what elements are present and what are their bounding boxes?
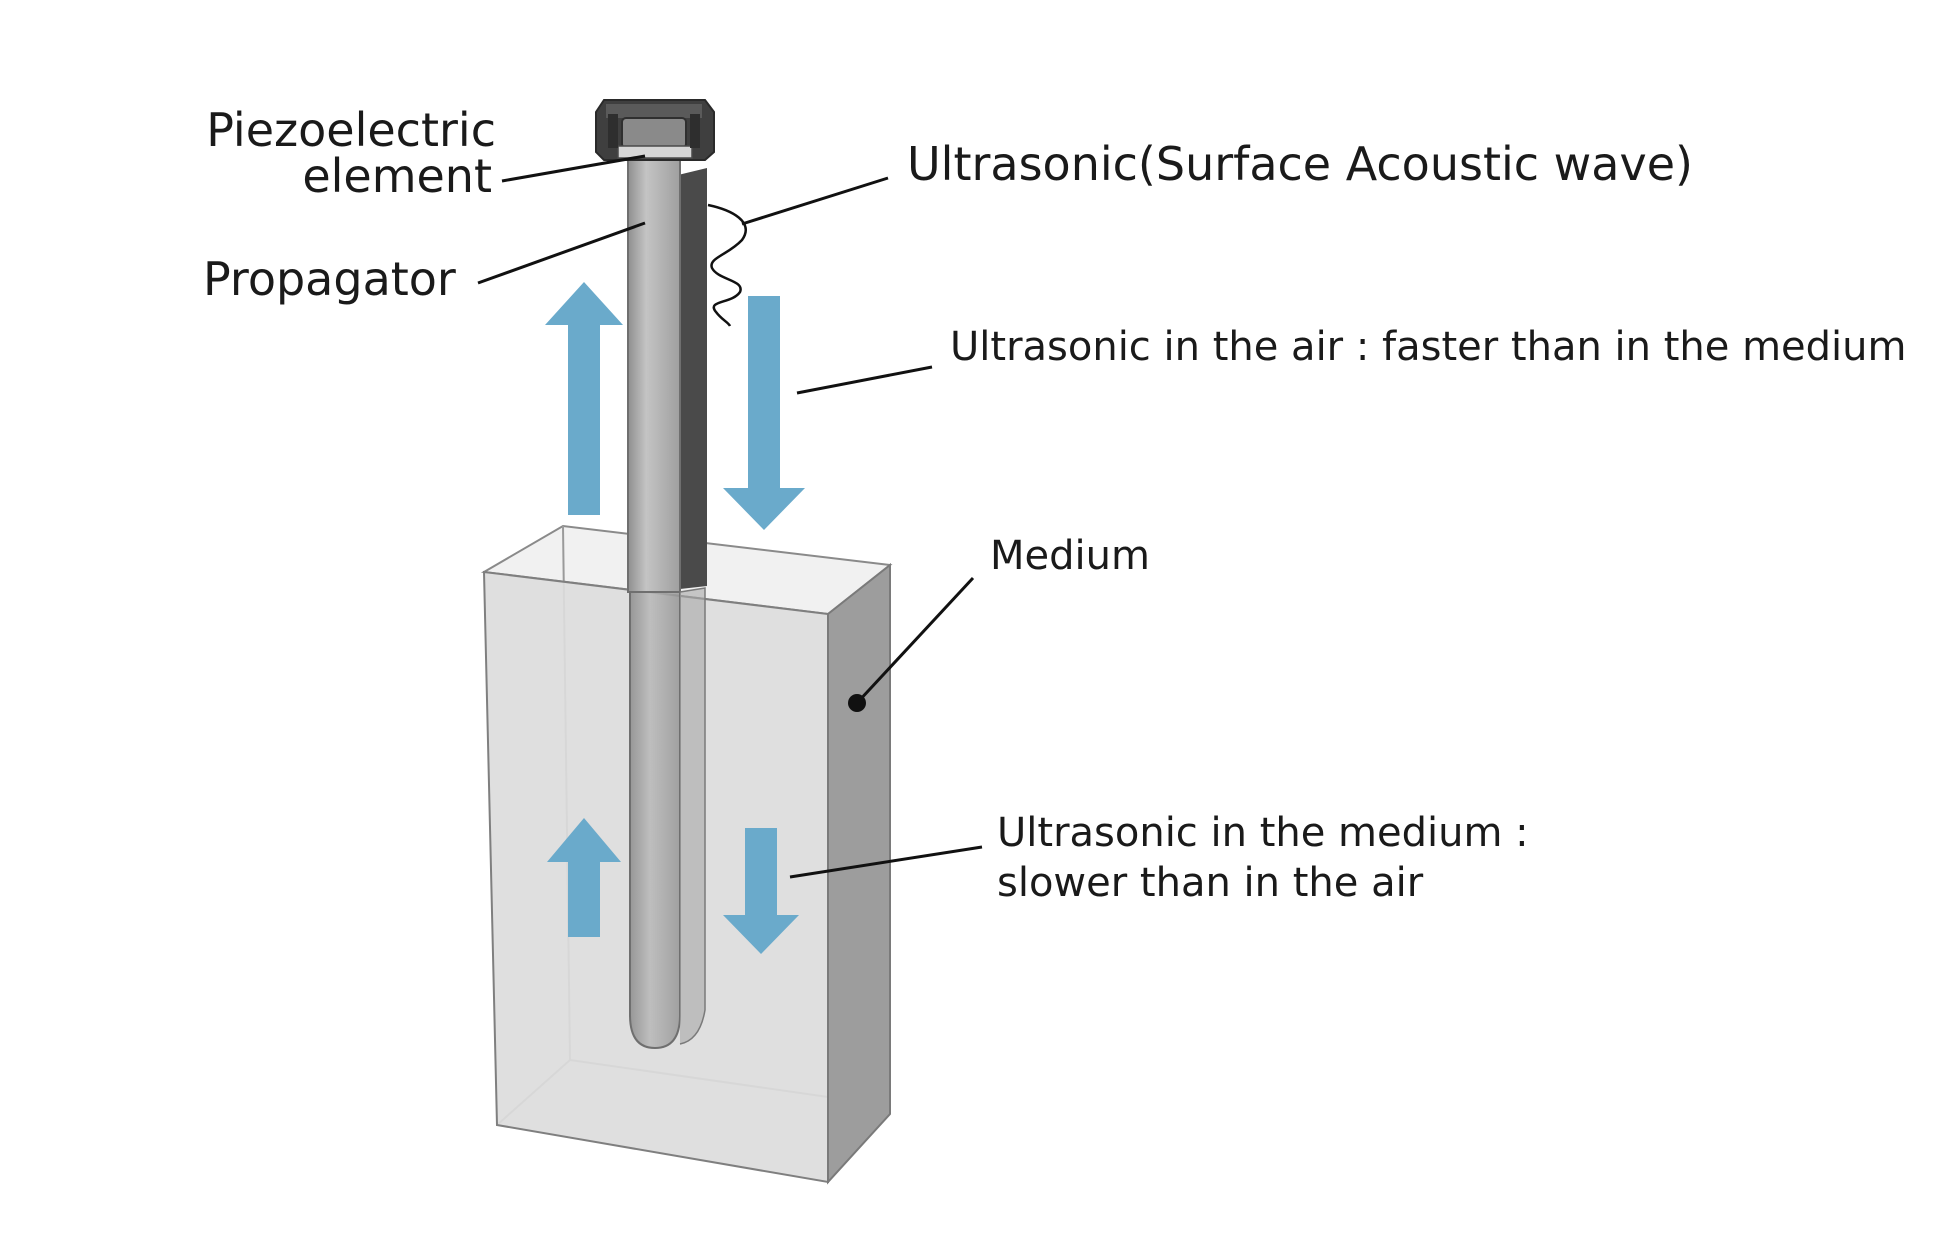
arrow-down-medium xyxy=(723,828,799,954)
leader-surface-wave xyxy=(741,176,889,226)
label-propagator: Propagator xyxy=(203,252,456,306)
surface-wave-icon xyxy=(707,203,747,327)
arrow-up-air xyxy=(545,282,623,515)
label-air-speed: Ultrasonic in the air : faster than in t… xyxy=(950,324,1906,370)
leader-piezo xyxy=(501,154,646,183)
medium-marker-dot xyxy=(848,694,866,712)
propagator-rod xyxy=(627,159,707,1050)
rod-front-submerged xyxy=(629,591,681,1050)
leader-propagator xyxy=(477,221,646,285)
arrow-down-air xyxy=(723,296,805,530)
leader-medium xyxy=(855,576,975,705)
leader-air-speed xyxy=(796,365,933,395)
rod-dark-side xyxy=(678,168,707,589)
arrow-up-medium xyxy=(547,818,621,937)
label-piezoelectric-line2: element xyxy=(302,149,492,203)
piezoelectric-element xyxy=(595,99,715,161)
medium-side-face xyxy=(827,562,891,1185)
label-medium-speed-line2: slower than in the air xyxy=(997,860,1424,906)
label-medium: Medium xyxy=(990,533,1150,579)
leader-medium-speed xyxy=(789,845,983,879)
label-piezoelectric-line1: Piezoelectric xyxy=(206,103,496,157)
label-surface-wave: Ultrasonic(Surface Acoustic wave) xyxy=(907,137,1693,191)
label-medium-speed-line1: Ultrasonic in the medium : xyxy=(997,810,1529,856)
